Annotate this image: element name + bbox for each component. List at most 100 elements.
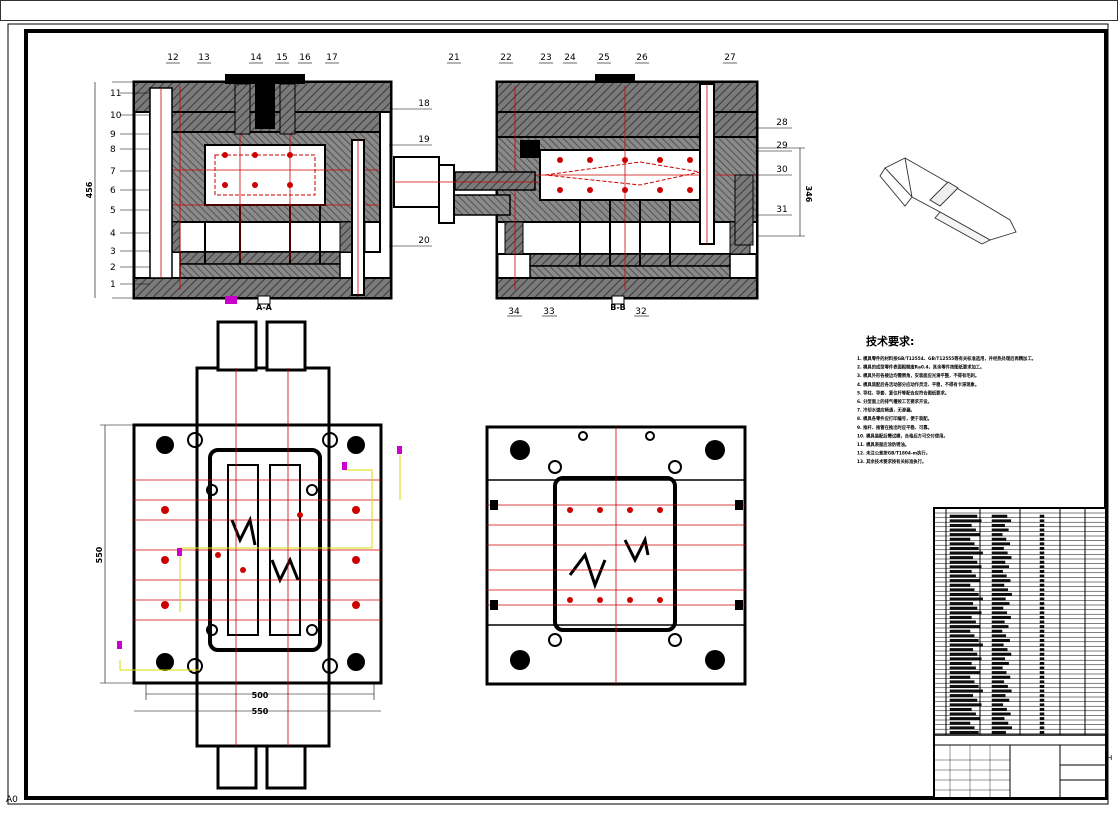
bom-row-glyph [1039, 675, 1045, 679]
bom-row-glyph [949, 721, 971, 725]
bom-row-glyph [949, 514, 978, 518]
bom-row-glyph [1039, 579, 1045, 583]
part-callout-20: 20 [418, 236, 430, 246]
bom-row-glyph [991, 551, 1008, 555]
bom-row-glyph [1039, 565, 1045, 569]
bom-row-glyph [1039, 703, 1045, 707]
bom-row-glyph [949, 615, 972, 619]
part-callout-16: 16 [299, 53, 311, 63]
bom-row-glyph [949, 611, 982, 615]
part-callout-30: 30 [776, 165, 788, 175]
bom-row-glyph [1039, 721, 1045, 725]
bom-row-glyph [991, 579, 1011, 583]
bom-row-glyph [949, 726, 975, 730]
bom-row-glyph [949, 519, 982, 523]
bom-row-glyph [1039, 615, 1045, 619]
part-callout-14: 14 [250, 53, 262, 63]
bom-row-glyph [1039, 519, 1045, 523]
bom-row-glyph [949, 592, 979, 596]
note-item: 7. 冷却水道应畅通，无渗漏。 [857, 407, 915, 414]
notes-title: 技术要求: [866, 334, 914, 348]
part-callout-9: 9 [110, 130, 116, 140]
bom-row-glyph [949, 629, 971, 633]
part-callout-4: 4 [110, 229, 116, 239]
part-callout-19: 19 [418, 135, 430, 145]
bom-row-glyph [949, 546, 979, 550]
part-callout-7: 7 [110, 167, 116, 177]
bom-row-glyph [991, 592, 1012, 596]
bom-row-glyph [949, 602, 974, 606]
dim-plan-width-outer: 550 [252, 707, 269, 716]
bom-row-glyph [949, 565, 982, 569]
bom-row-glyph [949, 574, 976, 578]
bom-row-glyph [991, 689, 1012, 693]
bom-row-glyph [1039, 643, 1045, 647]
bom-row-glyph [1039, 556, 1045, 560]
bom-row-glyph [991, 597, 1006, 601]
bom-row-glyph [991, 638, 1010, 642]
note-item: 4. 模具装配后各活动部分应动作灵活、平稳，不得有卡滞现象。 [857, 381, 979, 388]
dim-overall-height: 456 [85, 181, 94, 198]
note-item: 13. 其余技术要求按有关标准执行。 [857, 458, 926, 465]
bom-row-glyph [991, 615, 1011, 619]
bom-row-glyph [1039, 537, 1045, 541]
bom-row-glyph [1039, 574, 1045, 578]
note-item: 10. 模具装配后需试模，合格后方可交付使用。 [857, 432, 948, 439]
bom-row-glyph [949, 523, 972, 527]
note-item: 5. 导柱、导套、复位杆等配合应符合图纸要求。 [857, 389, 949, 396]
bom-row-glyph [991, 666, 1003, 670]
bom-row-glyph [1039, 542, 1045, 546]
note-item: 8. 模具各零件应打印编号，便于装配。 [857, 415, 932, 422]
bom-row-glyph [991, 560, 1006, 564]
bom-row-glyph [949, 671, 981, 675]
part-callout-13: 13 [198, 53, 209, 63]
part-callout-6: 6 [110, 186, 116, 196]
bom-row-glyph [991, 703, 1004, 707]
bom-row-glyph [991, 657, 1006, 661]
part-callout-15: 15 [276, 53, 287, 63]
bom-row-glyph [1039, 560, 1045, 564]
bom-row-glyph [991, 588, 1009, 592]
margin-mark: H [1107, 754, 1113, 762]
part-callout-27: 27 [724, 53, 735, 63]
bom-row-glyph [991, 707, 1007, 711]
bom-row-glyph [991, 542, 1011, 546]
bom-row-glyph [991, 533, 1003, 537]
bom-row-glyph [1039, 726, 1045, 730]
bom-row-glyph [1039, 657, 1045, 661]
bom-row-glyph [1039, 551, 1045, 555]
bom-row-glyph [949, 528, 976, 532]
part-callout-3: 3 [110, 247, 116, 257]
bom-row-glyph [1039, 611, 1045, 615]
note-item: 6. 分型面上的排气槽按工艺要求开设。 [857, 398, 932, 405]
part-callout-12: 12 [167, 53, 178, 63]
bom-row-glyph [949, 537, 971, 541]
bom-row-glyph [991, 569, 1003, 573]
part-callout-22: 22 [500, 53, 511, 63]
bom-row-glyph [1039, 666, 1045, 670]
dim-moving-height: 346 [804, 186, 813, 203]
note-item: 11. 模具表面应涂防锈油。 [857, 441, 909, 448]
bom-row-glyph [949, 666, 976, 670]
bom-row-glyph [949, 597, 983, 601]
bom-row-glyph [991, 684, 1008, 688]
bom-row-glyph [1039, 528, 1045, 532]
bom-row-glyph [991, 698, 1010, 702]
bom-row-glyph [991, 717, 1005, 721]
bom-row-glyph [991, 648, 1008, 652]
bom-row-glyph [949, 634, 975, 638]
bom-row-glyph [991, 514, 1008, 518]
bom-row-glyph [949, 620, 976, 624]
bom-row-glyph [949, 684, 979, 688]
part-callout-26: 26 [636, 53, 648, 63]
bom-row-glyph [991, 675, 1011, 679]
part-callout-1: 1 [110, 280, 116, 290]
bom-row-glyph [991, 661, 1009, 665]
bom-row-glyph [991, 730, 1006, 734]
bom-row-glyph [1039, 698, 1045, 702]
bom-row-glyph [1039, 629, 1045, 633]
bom-row-glyph [949, 606, 978, 610]
part-callout-10: 10 [110, 111, 122, 121]
